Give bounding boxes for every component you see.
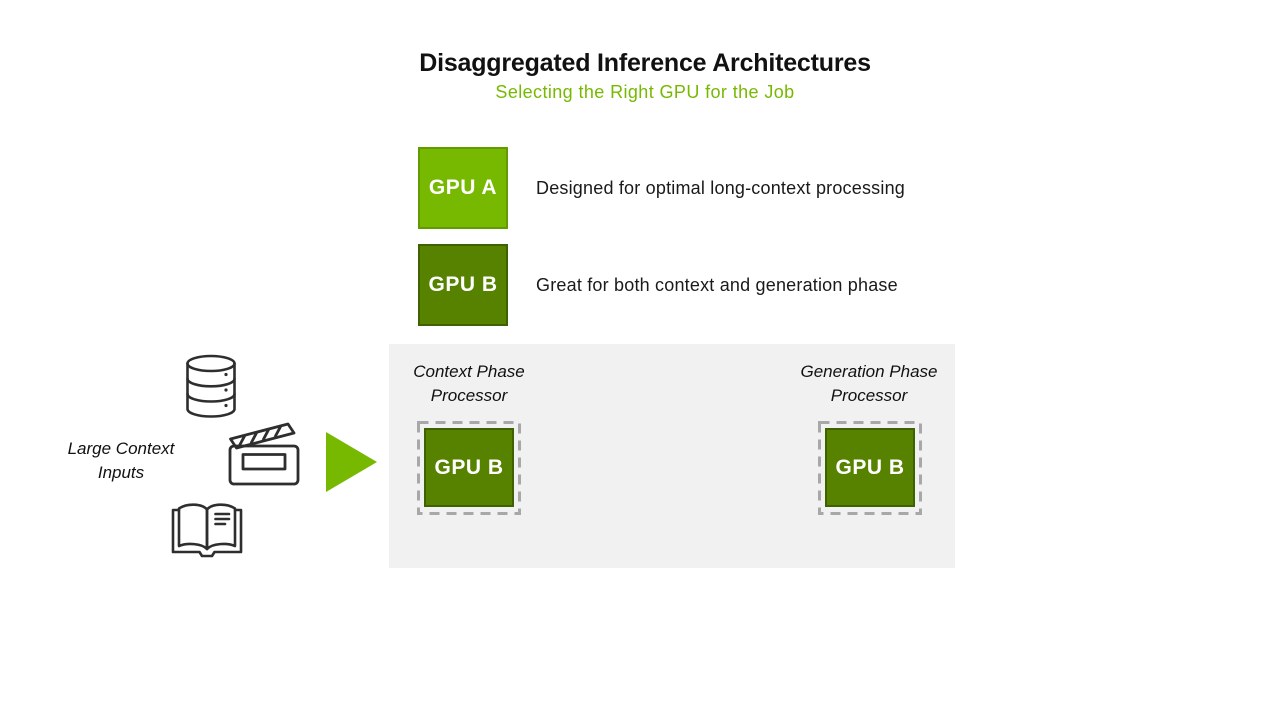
gpu-a-description: Designed for optimal long-context proces…	[536, 177, 905, 198]
gpu-a-box-label: GPU A	[428, 176, 498, 199]
context-phase-gpu-slot: GPU B	[417, 421, 521, 515]
gpu-a-box: GPU A	[418, 147, 508, 229]
gpu-b-box-label: GPU B	[428, 273, 498, 296]
flow-arrow-icon	[326, 432, 377, 492]
large-context-inputs-label: Large Context Inputs	[67, 439, 175, 482]
generation-phase-gpu-b-box: GPU B	[825, 428, 915, 507]
generation-phase-processor-label: Generation Phase Processor	[800, 362, 938, 405]
dashed-border	[818, 421, 922, 515]
context-phase-processor-label: Context Phase Processor	[413, 362, 525, 405]
context-phase-gpu-b-label: GPU B	[434, 455, 504, 479]
dashed-border	[417, 421, 521, 515]
generation-phase-gpu-b-label: GPU B	[835, 455, 905, 479]
gpu-b-box: GPU B	[418, 244, 508, 326]
clapperboard-icon	[228, 422, 300, 486]
generation-phase-gpu-slot: GPU B	[818, 421, 922, 515]
open-book-icon	[171, 503, 243, 558]
gpu-b-description: Great for both context and generation ph…	[536, 274, 898, 295]
context-phase-gpu-b-box: GPU B	[424, 428, 514, 507]
database-icon	[186, 354, 236, 418]
slide-title: Disaggregated Inference Architectures	[419, 49, 871, 77]
slide-subtitle: Selecting the Right GPU for the Job	[495, 82, 795, 102]
